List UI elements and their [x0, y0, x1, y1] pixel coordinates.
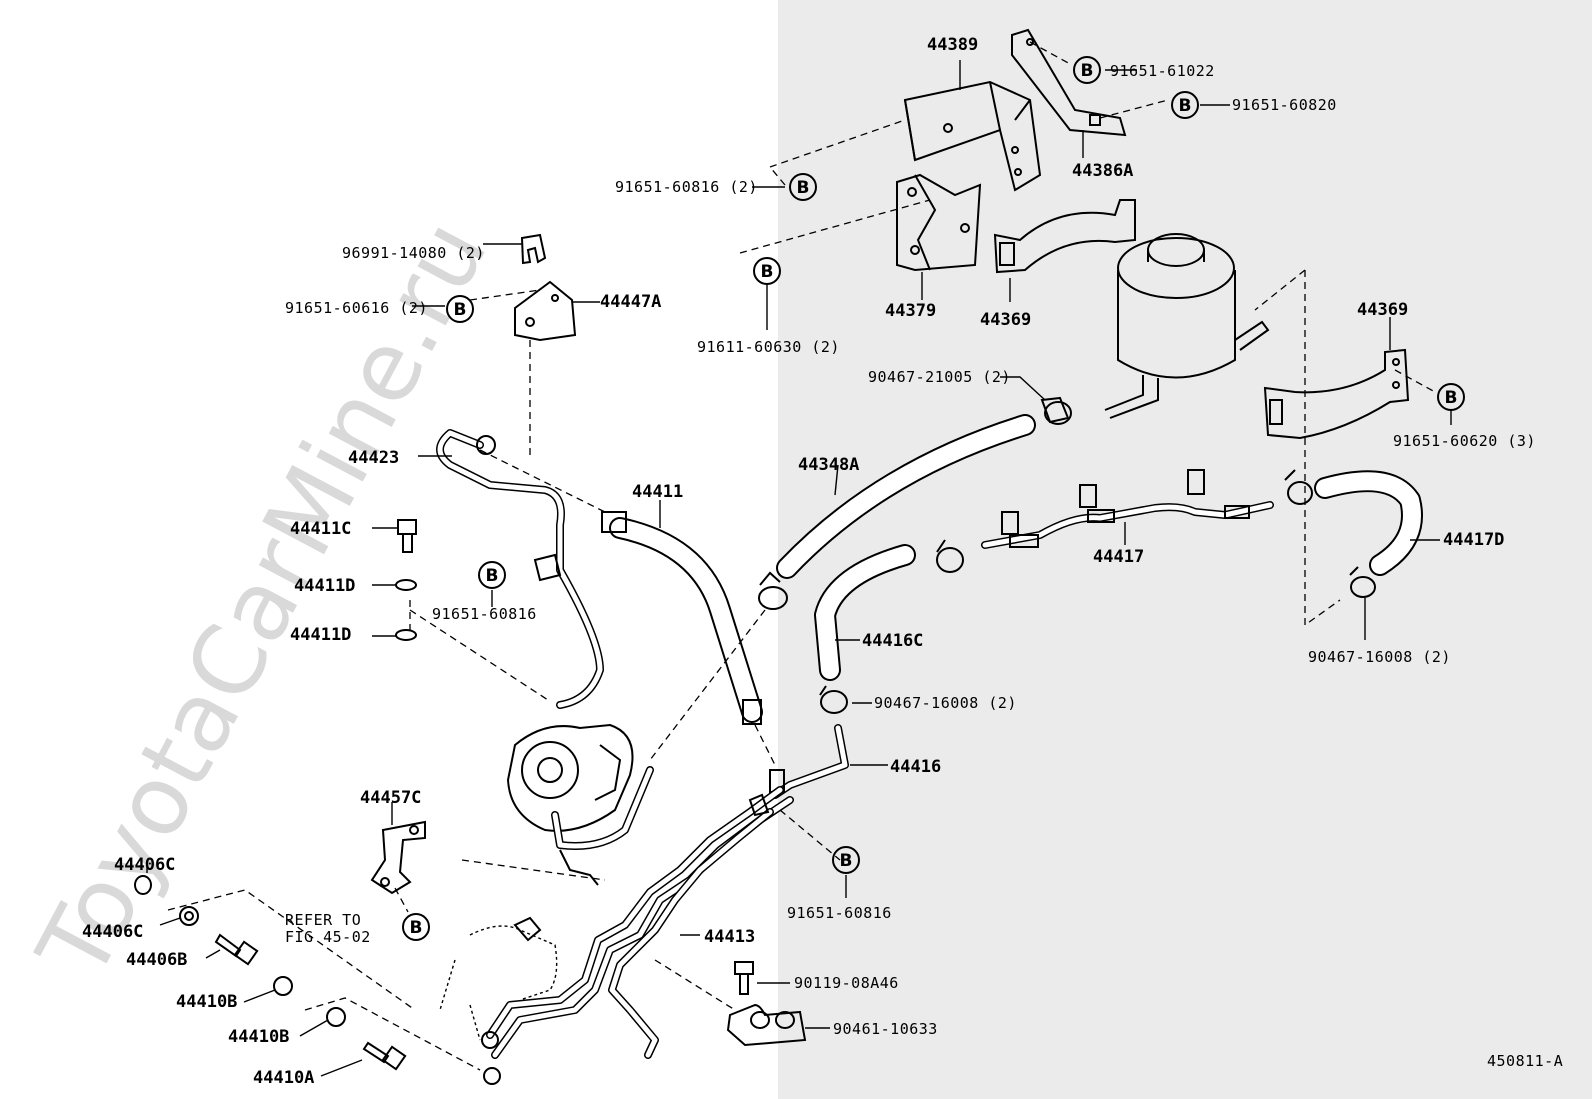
bolts-washers-hardware-shape: [134, 875, 407, 1071]
label-44389: 44389: [927, 35, 978, 55]
label-44417: 44417: [1093, 547, 1144, 567]
label-44411D-lower: 44411D: [290, 625, 351, 645]
hose-44411-shape: [601, 511, 763, 725]
bolt-symbol: B: [1445, 388, 1458, 408]
bolt-symbol: B: [410, 918, 423, 938]
label-91651-60620: 91651-60620 (3): [1393, 432, 1536, 450]
steering-gear-outline-shape: [439, 916, 558, 1041]
label-44410B-lower: 44410B: [228, 1027, 289, 1047]
label-44348A: 44348A: [798, 455, 859, 475]
label-44411: 44411: [632, 482, 683, 502]
clip-96991-shape: [520, 233, 547, 265]
bolt-callout-91651-61022: B: [1073, 56, 1101, 84]
label-44457C: 44457C: [360, 788, 421, 808]
label-44406C-lower: 44406C: [82, 922, 143, 942]
label-44413: 44413: [704, 927, 755, 947]
bolt-symbol: B: [454, 300, 467, 320]
clamp-44369-left-shape: [993, 199, 1136, 274]
bolt-callout-91651-60620: B: [1437, 383, 1465, 411]
label-91651-60816-left: 91651-60816: [432, 605, 537, 623]
label-44411D-upper: 44411D: [294, 576, 355, 596]
refer-note-line1: REFER TO: [285, 911, 361, 929]
label-91651-60816-right: 91651-60816: [787, 904, 892, 922]
bolt-symbol: B: [1081, 61, 1094, 81]
label-91651-60816-2: 91651-60816 (2): [615, 178, 758, 196]
bracket-44386A-shape: [1011, 28, 1127, 137]
pipe-44417-shape: [981, 469, 1274, 549]
pipe-44413-shape: [481, 786, 794, 1085]
bolt-callout-91651-60820: B: [1171, 91, 1199, 119]
watermark: ToyotaCarMine.ru: [16, 203, 509, 997]
label-44447A: 44447A: [600, 292, 661, 312]
hose-44416C-shape: [814, 544, 916, 681]
label-91651-60616: 91651-60616 (2): [285, 299, 428, 317]
label-44369-left: 44369: [980, 310, 1031, 330]
label-44416: 44416: [890, 757, 941, 777]
label-90461-10633: 90461-10633: [833, 1020, 938, 1038]
label-44411C: 44411C: [290, 519, 351, 539]
bracket-44447A-shape: [514, 280, 577, 342]
power-steering-pump-shape: [506, 723, 654, 886]
bolt-symbol: B: [797, 178, 810, 198]
bolt-callout-91651-60816-left: B: [478, 561, 506, 589]
label-44410A: 44410A: [253, 1068, 314, 1088]
label-44386A: 44386A: [1072, 161, 1133, 181]
label-96991-14080: 96991-14080 (2): [342, 244, 485, 262]
pipe-44423-shape: [436, 429, 604, 709]
figure-id: 450811-A: [1487, 1052, 1563, 1070]
label-90467-16008-right: 90467-16008 (2): [1308, 648, 1451, 666]
bolt-callout-91651-60616: B: [446, 295, 474, 323]
reservoir-tank-shape: [1104, 233, 1270, 419]
label-90119-08A46: 90119-08A46: [794, 974, 899, 992]
union-bolt-washers-shape: [395, 519, 417, 641]
label-44369-right: 44369: [1357, 300, 1408, 320]
clamp-90461-shape: [726, 1003, 807, 1047]
clamp-44369-right-shape: [1263, 348, 1410, 440]
label-90467-16008-left: 90467-16008 (2): [874, 694, 1017, 712]
hose-44348A-shape: [776, 414, 1036, 579]
label-44406B: 44406B: [126, 950, 187, 970]
bolt-symbol: B: [761, 262, 774, 282]
label-44379: 44379: [885, 301, 936, 321]
label-90467-21005: 90467-21005 (2): [868, 368, 1011, 386]
label-44423: 44423: [348, 448, 399, 468]
hose-44417D-shape: [1314, 470, 1423, 576]
label-44410B-upper: 44410B: [176, 992, 237, 1012]
bracket-44457C-shape: [370, 820, 426, 895]
label-91611-60630: 91611-60630 (2): [697, 338, 840, 356]
label-44416C: 44416C: [862, 631, 923, 651]
bolt-callout-91651-60816-2: B: [789, 173, 817, 201]
label-91651-61022: 91651-61022: [1110, 62, 1215, 80]
bolt-symbol: B: [1179, 96, 1192, 116]
label-44417D: 44417D: [1443, 530, 1504, 550]
bolt-symbol: B: [840, 851, 853, 871]
bracket-44379-shape: [896, 173, 982, 272]
bolt-callout-91611-60630: B: [753, 257, 781, 285]
leader-lines: [146, 41, 1452, 1077]
bolt-symbol: B: [486, 566, 499, 586]
hose-clamps-shape: [758, 396, 1376, 714]
bolt-callout-91651-60816-right: B: [832, 846, 860, 874]
label-91651-60820: 91651-60820: [1232, 96, 1337, 114]
bolt-90119-shape: [734, 961, 754, 995]
bracket-44389-shape: [903, 80, 1042, 192]
bolt-callout-refer-fig: B: [402, 913, 430, 941]
label-44406C-upper: 44406C: [114, 855, 175, 875]
refer-note-line2: FIG 45-02: [285, 928, 371, 946]
